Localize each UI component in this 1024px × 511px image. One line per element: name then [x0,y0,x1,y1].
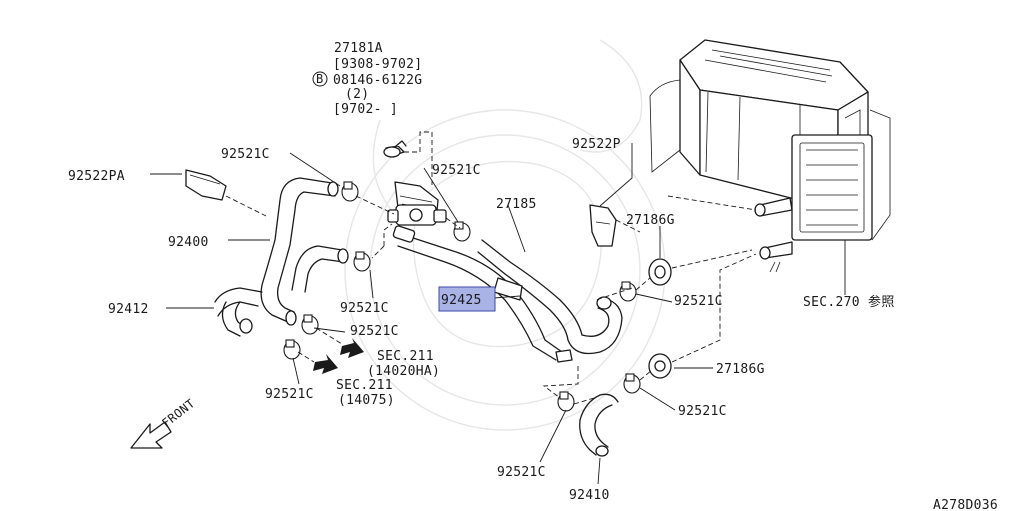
highlight-box-92425 [438,286,496,312]
hose-92400 [260,177,339,326]
label-92521c-lower-left: 92521C [350,324,399,339]
leader-lines [150,143,846,485]
label-92521c-mid-left: 92521C [340,301,389,316]
label-92522p: 92522P [572,137,621,152]
label-sec211-upper: SEC.211 [377,349,434,364]
label-sec270: SEC.270 参照 [803,294,895,310]
label-27181a-range2: [9702- ] [333,102,398,117]
label-27181a: 27181A [334,41,383,56]
reference-code: A278D036 [933,498,998,511]
label-92521c-right-upper: 92521C [674,294,723,309]
label-sec211-upper-sub: (14020HA) [367,364,440,379]
front-label: FRONT [159,396,197,430]
clamp-92521c-5 [283,339,301,360]
clamp-92521c-7 [623,373,641,394]
heater-unit [649,39,891,273]
hose-92410 [579,393,619,457]
label-sec211-lower-sub: (14075) [338,393,395,408]
water-valve [387,181,447,226]
label-92400: 92400 [168,235,209,250]
label-92522pa: 92522PA [68,169,125,184]
pipe-27185 [477,239,623,355]
clip-92522pa [185,169,227,201]
label-bolt-qty: (2) [345,87,369,102]
clamp-92521c-8 [557,391,575,412]
front-arrow: FRONT [130,396,197,449]
clamp-92521c-4 [301,314,319,335]
arrow-sec211-lower [313,354,338,374]
label-92521c-top-mid: 92521C [432,163,481,178]
label-92412: 92412 [108,302,149,317]
hose-92412 [214,287,263,337]
label-92521c-right-lower: 92521C [678,404,727,419]
label-92425: 92425 [441,293,482,308]
clamp-92521c-2 [453,221,471,242]
label-92521c-top-left: 92521C [221,147,270,162]
hose-short-upper [291,245,349,293]
label-bolt-part: 08146-6122G [333,73,422,88]
label-27185: 27185 [496,197,537,212]
label-27181a-range1: [9308-9702] [333,57,422,72]
clip-92522p [589,204,617,247]
clamp-92521c-3 [353,251,371,272]
label-92521c-bottom-left: 92521C [265,387,314,402]
label-92410: 92410 [569,488,610,503]
bolt-08146-6122G [383,140,407,158]
bolt-symbol-letter: B [316,72,324,86]
arrow-sec211-upper [340,338,364,358]
bolt-symbol-circle [312,71,328,87]
grommet-27186g-upper [648,258,672,286]
clamp-92521c-1 [341,181,359,202]
label-27186g-upper: 27186G [626,213,675,228]
label-sec211-lower: SEC.211 [336,378,393,393]
label-27186g-lower: 27186G [716,362,765,377]
label-92521c-bottom: 92521C [497,465,546,480]
grommet-27186g-lower [648,353,672,379]
hose-92425 [392,225,573,363]
routing-lines [225,131,757,405]
